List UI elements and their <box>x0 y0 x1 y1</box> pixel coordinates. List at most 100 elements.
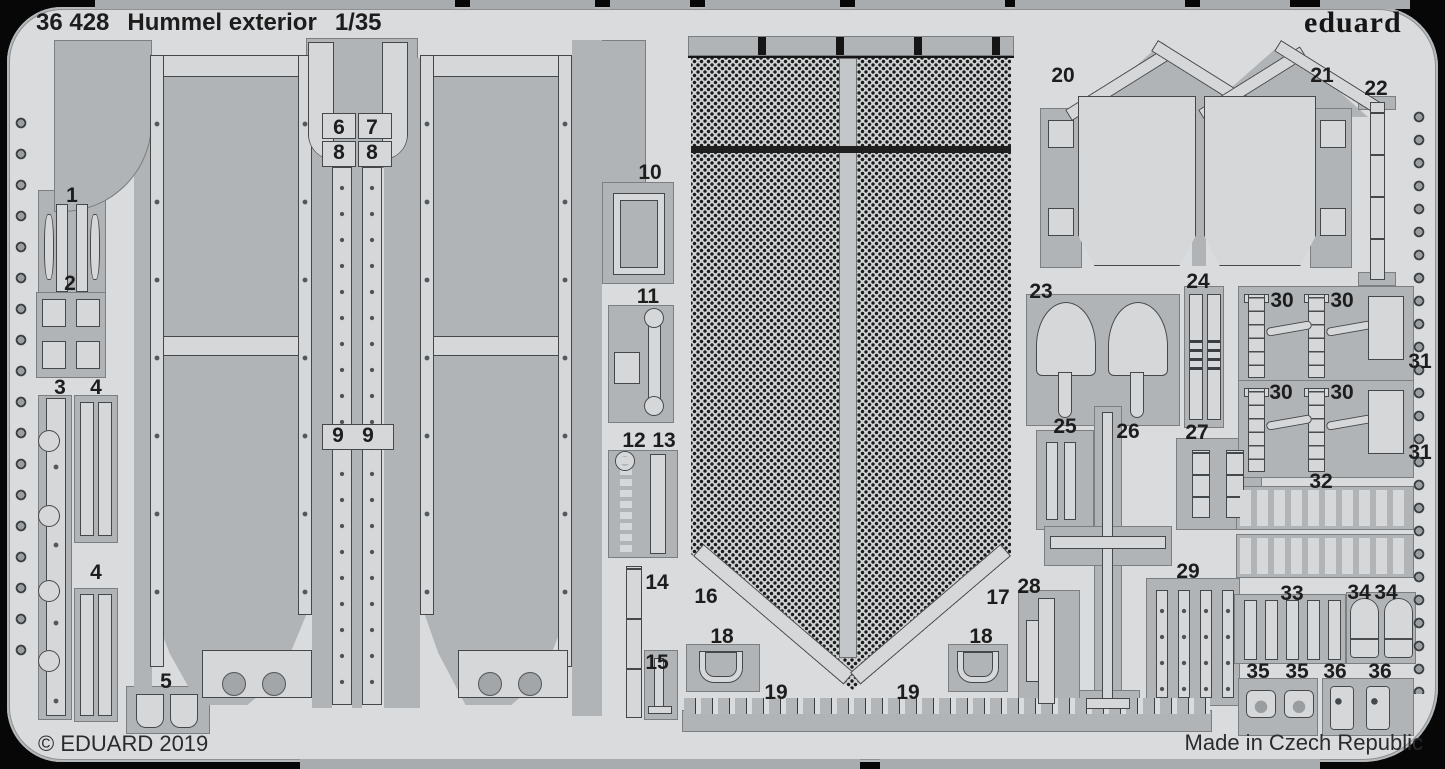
part-24-strip <box>1189 294 1203 420</box>
part-number-label: 4 <box>90 561 102 584</box>
part-number-label: 19 <box>764 681 788 704</box>
part-13-strip <box>650 454 666 554</box>
part-3-scallop <box>38 650 60 672</box>
product-code: 36 428 <box>36 9 110 36</box>
part-26-foot <box>1086 698 1130 709</box>
part-11-bracket <box>614 352 640 384</box>
label-box <box>322 113 356 139</box>
part-27-cylinder <box>1226 450 1244 518</box>
part-number-label: 9 <box>332 424 344 447</box>
part-number-label: 18 <box>969 625 993 648</box>
part-number-label: 26 <box>1116 420 1140 443</box>
part-number-label: 35 <box>1246 660 1270 683</box>
part-number-label: 14 <box>645 571 669 594</box>
part-22-strip <box>1370 102 1385 280</box>
fender-right-top-cap <box>420 55 572 77</box>
part-14-strip <box>626 566 642 718</box>
part-18-handle <box>958 652 998 682</box>
part-15-bar <box>654 658 664 712</box>
part-21-panel <box>1204 96 1316 266</box>
web-part-18-left <box>686 644 760 692</box>
part-number-label: 22 <box>1364 77 1388 100</box>
part-11-end <box>644 308 664 328</box>
part-number-label: 8 <box>366 141 378 164</box>
fender-scallop <box>222 672 246 696</box>
part-26-crossbar <box>1050 536 1166 549</box>
fender-scallop <box>518 672 542 696</box>
part-29-bar <box>1156 590 1168 698</box>
web-strip <box>572 40 602 716</box>
part-35-buckle <box>1284 690 1314 718</box>
fender-scallop <box>478 672 502 696</box>
part-25-bar <box>1046 442 1058 520</box>
mesh-top-rail <box>688 36 1014 58</box>
part-5-hook <box>136 694 164 728</box>
part-31-plate <box>1368 296 1404 360</box>
fender-left-foot <box>202 650 312 698</box>
part-33-cylinder <box>1328 600 1341 660</box>
part-33-cylinder <box>1307 600 1320 660</box>
part-23-shovel-blade <box>1036 302 1096 376</box>
part-28-bar <box>1038 598 1055 704</box>
part-12-ring <box>616 452 634 470</box>
part-4-bar <box>98 594 112 716</box>
part-2-plate <box>76 299 100 327</box>
part-number-label: 15 <box>645 651 669 674</box>
part-23-shovel-blade <box>1108 302 1168 376</box>
fender-right-foot <box>458 650 568 698</box>
part-number-label: 29 <box>1176 560 1200 583</box>
part-number-label: 31 <box>1408 441 1432 464</box>
part-number-label: 19 <box>896 681 920 704</box>
part-6-curve <box>308 42 334 160</box>
part-5-hook <box>170 694 198 728</box>
top-rail <box>855 0 1005 9</box>
part-11-end <box>644 396 664 416</box>
part-24-strip <box>1207 294 1221 420</box>
part-number-label: 11 <box>636 285 660 308</box>
part-15-foot <box>648 706 672 714</box>
part-4-bar <box>98 402 112 536</box>
fender-left-mid-bar <box>150 336 312 356</box>
part-36-hook <box>1366 686 1390 730</box>
tooling-holes-right <box>1410 106 1428 694</box>
top-rail <box>705 0 840 9</box>
part-28-plate <box>1026 620 1039 682</box>
bottom-rail <box>300 759 860 769</box>
part-21-hinge <box>1320 208 1346 236</box>
part-number-label: 6 <box>333 116 345 139</box>
part-number-label: 36 <box>1323 660 1347 683</box>
part-number-label: 2 <box>64 272 76 295</box>
part-number-label: 16 <box>694 585 718 608</box>
web-strip <box>312 58 332 708</box>
part-number-label: 32 <box>1309 470 1333 493</box>
part-23-shovel-grip <box>1130 372 1144 418</box>
part-4-bar <box>80 402 94 536</box>
part-20-hinge <box>1048 208 1074 236</box>
part-18-handle <box>700 652 742 682</box>
top-rail <box>470 0 595 9</box>
part-23-shovel-grip <box>1058 372 1072 418</box>
part-number-label: 27 <box>1185 421 1209 444</box>
part-26-rod <box>1102 412 1113 704</box>
part-number-label: 24 <box>1186 270 1210 293</box>
part-27-cylinder <box>1192 450 1210 518</box>
part-25-bar <box>1064 442 1076 520</box>
part-number-label: 1 <box>66 184 78 207</box>
fender-scallop <box>262 672 286 696</box>
top-rail <box>610 0 690 9</box>
part-12-chain <box>620 456 632 552</box>
part-number-label: 23 <box>1029 280 1053 303</box>
part-3-scallop <box>38 580 60 602</box>
part-35-buckle <box>1246 690 1276 718</box>
part-4-bar <box>80 594 94 716</box>
part-number-label: 30 <box>1330 289 1354 312</box>
tooling-holes-left <box>12 112 30 670</box>
part-1-side <box>44 214 54 280</box>
part-number-label: 30 <box>1269 381 1293 404</box>
made-in-text: Made in Czech Republic <box>1184 730 1423 755</box>
part-number-label: 13 <box>652 429 676 452</box>
part-number-label: 4 <box>90 376 102 399</box>
